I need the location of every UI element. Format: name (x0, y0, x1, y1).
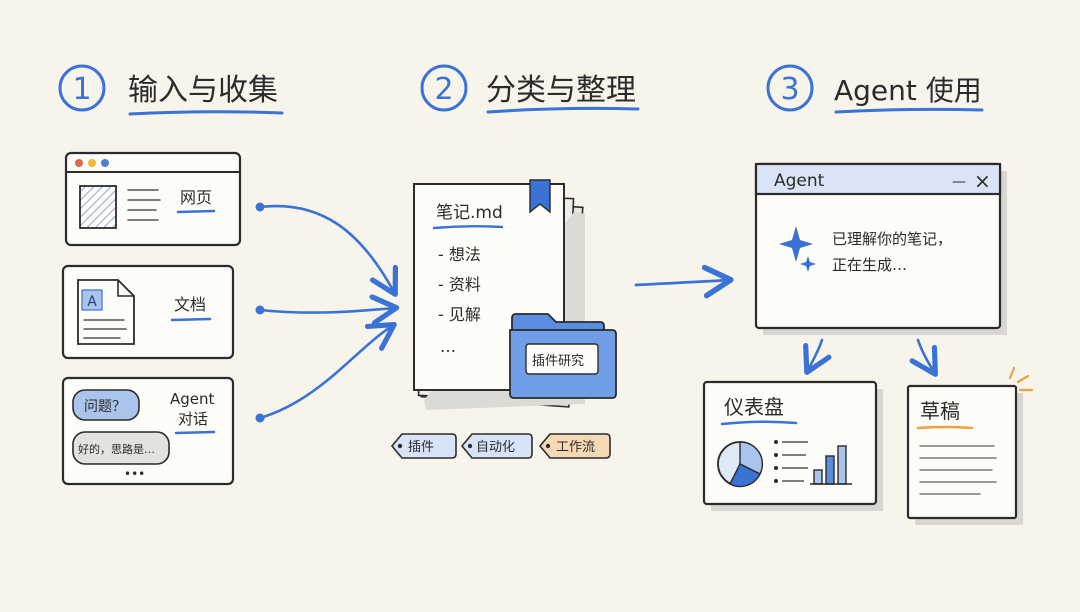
dashboard-card: 仪表盘 (702, 380, 883, 511)
sparkle-small-icon (800, 256, 816, 272)
agent-chat-card: 问题？ 好的，思路是… ••• Agent 对话 (61, 376, 235, 486)
tag-automation: 自动化 (460, 433, 533, 459)
input-arrows (255, 202, 400, 423)
close-icon[interactable]: × (974, 169, 991, 193)
step-3-title: Agent 使用 (834, 74, 982, 107)
tag-workflow-label: 工作流 (556, 440, 595, 455)
window-dot-red (75, 159, 83, 167)
step-1-number: 1 (72, 72, 91, 107)
reply-bubble (72, 431, 170, 465)
legend-list-icon (774, 440, 808, 483)
image-placeholder-icon (79, 185, 117, 229)
step-2-underline (486, 106, 640, 114)
step-2-number: 2 (434, 72, 453, 107)
step-1-underline (128, 110, 284, 116)
webpage-card: 网页 (64, 151, 242, 247)
step-3-header: 3 Agent 使用 (766, 64, 984, 114)
window-dot-yellow (88, 159, 96, 167)
agent-chat-label-line2: 对话 (178, 410, 208, 428)
step-3-number: 3 (780, 72, 799, 107)
step-1-circle (58, 64, 106, 112)
spark-lines-icon (1008, 366, 1034, 392)
step-2-title: 分类与整理 (486, 73, 636, 108)
folder-icon: 插件研究 (509, 313, 617, 399)
tag-workflow: 工作流 (538, 433, 611, 459)
agent-message-line2: 正在生成… (832, 256, 907, 274)
question-bubble (72, 389, 140, 421)
document-icon-letter: A (87, 294, 97, 310)
document-card: A 文档 (61, 264, 235, 360)
tag-automation-label: 自动化 (476, 440, 515, 455)
agent-window: Agent — × 已理解你的笔记， 正在生成… (754, 162, 1007, 335)
bookmark-icon (529, 179, 551, 214)
step-2-circle (420, 64, 468, 112)
step-3-underline (834, 107, 984, 114)
agent-chat-label-line1: Agent (170, 390, 215, 408)
question-text: 问题？ (84, 399, 126, 415)
note-item-ideas: - 想法 (438, 245, 481, 264)
step-3-circle (766, 64, 814, 112)
bar-chart-icon (810, 445, 852, 485)
typing-indicator: ••• (124, 467, 145, 481)
sparkle-icon (779, 226, 813, 262)
pie-chart-icon (717, 441, 764, 488)
agent-to-draft-arrow (909, 338, 938, 377)
folder-label: 插件研究 (532, 354, 584, 369)
minimize-icon[interactable]: — (952, 174, 966, 190)
note-more: … (440, 337, 456, 356)
agent-window-title: Agent (774, 171, 825, 191)
agent-to-dashboard-arrow (803, 338, 832, 375)
document-label: 文档 (174, 295, 206, 314)
draft-card: 草稿 (906, 366, 1034, 525)
notes-to-agent-arrow (634, 264, 734, 299)
tag-plugin-label: 插件 (408, 440, 434, 455)
step-2-header: 2 分类与整理 (420, 64, 640, 114)
note-item-insights: - 见解 (438, 305, 481, 324)
reply-text: 好的，思路是… (78, 442, 155, 456)
note-item-materials: - 资料 (438, 275, 481, 294)
tag-plugin: 插件 (390, 433, 457, 459)
draft-text-lines (919, 445, 997, 495)
window-dot-blue (101, 159, 109, 167)
draft-title: 草稿 (920, 399, 960, 423)
step-1-title: 输入与收集 (128, 73, 278, 108)
step-1-header: 1 输入与收集 (58, 64, 284, 116)
dashboard-title: 仪表盘 (724, 395, 784, 419)
note-file-title: 笔记.md (436, 203, 503, 223)
webpage-label: 网页 (180, 188, 212, 207)
agent-message-line1: 已理解你的笔记， (832, 230, 952, 248)
text-lines-icon (127, 189, 161, 221)
